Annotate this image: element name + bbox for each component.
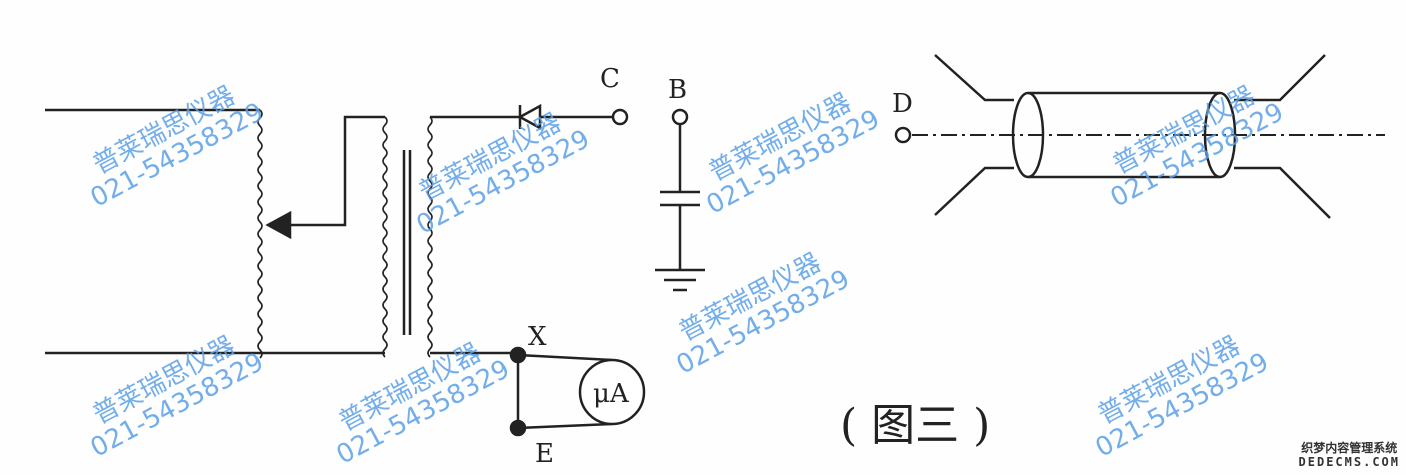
slider-arrow-icon bbox=[265, 210, 292, 240]
figure-caption: ( 图三 ) bbox=[840, 400, 990, 451]
electrode-left-top bbox=[934, 54, 1014, 102]
terminal-d bbox=[894, 126, 912, 144]
diode-icon bbox=[517, 103, 542, 131]
autotransformer-coil bbox=[257, 109, 263, 359]
label-x: X bbox=[528, 322, 547, 352]
terminal-b bbox=[671, 108, 689, 126]
electrode-right-bottom bbox=[1234, 166, 1331, 219]
electrode-right-top bbox=[1234, 54, 1326, 102]
label-d: D bbox=[892, 89, 913, 119]
site-logo: 织梦内容管理系统 DEDECMS.COM bbox=[1299, 441, 1400, 469]
secondary-coil bbox=[427, 116, 433, 358]
logo-line1: 织梦内容管理系统 bbox=[1301, 441, 1398, 455]
primary-coil bbox=[382, 116, 388, 358]
terminal-c bbox=[611, 108, 629, 126]
cylinder bbox=[1011, 91, 1237, 179]
label-c: C bbox=[600, 64, 620, 94]
label-meter: μA bbox=[593, 379, 630, 409]
logo-line2: DEDECMS.COM bbox=[1298, 455, 1400, 469]
label-e: E bbox=[535, 439, 554, 469]
slider-wire bbox=[290, 115, 385, 227]
label-b: B bbox=[668, 75, 687, 105]
electrode-left-bottom bbox=[934, 166, 1014, 216]
ground-icon bbox=[655, 268, 705, 292]
microammeter bbox=[578, 358, 646, 426]
